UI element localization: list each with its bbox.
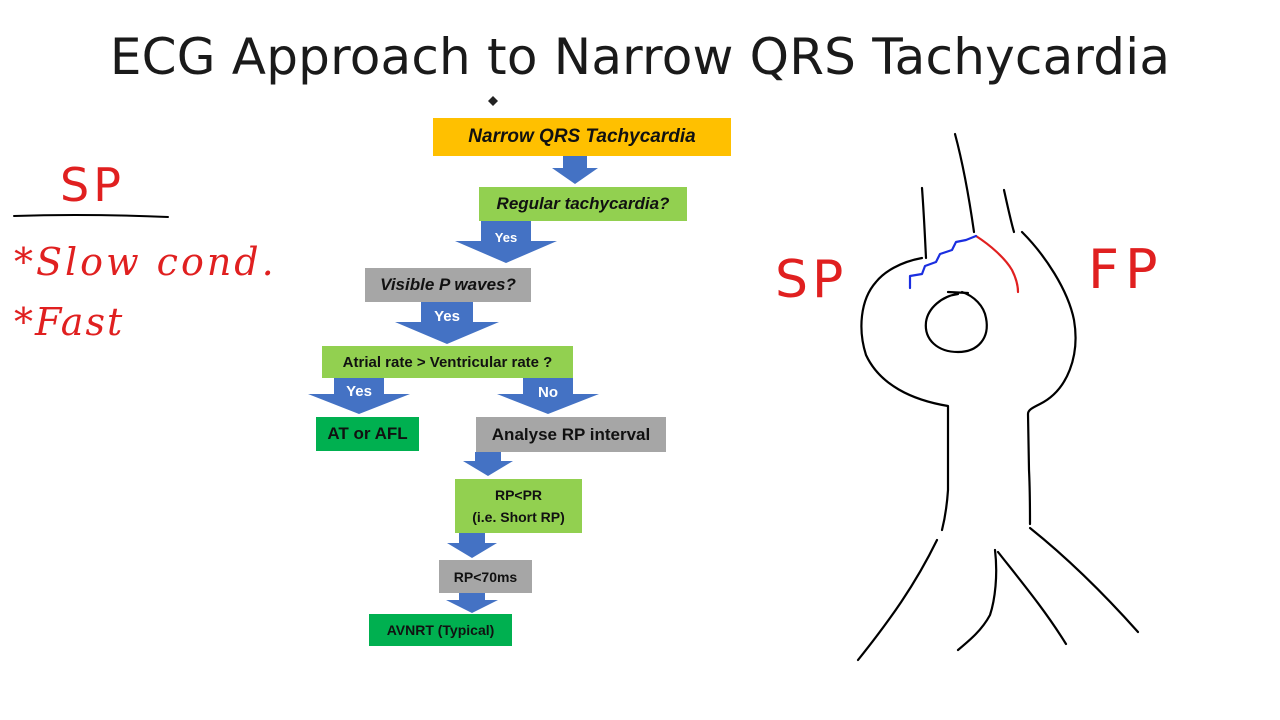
right-sp-label: SP [775, 250, 848, 310]
box-regular-tachycardia: Regular tachycardia? [479, 187, 687, 221]
box-rp-70ms-label: RP<70ms [453, 568, 518, 585]
arrow-yes-3-label: Yes [346, 383, 372, 400]
slide-title: ECG Approach to Narrow QRS Tachycardia [109, 28, 1171, 86]
box-avnrt-typical: AVNRT (Typical) [369, 614, 512, 646]
right-fp-label: FP [1088, 238, 1164, 301]
box-at-or-afl: AT or AFL [316, 417, 419, 451]
arrow-yes-1: Yes [455, 221, 557, 263]
arrow-yes-2-label: Yes [434, 308, 460, 325]
arrow-no-1-label: No [538, 384, 558, 401]
arrow-rp70-to-avnrt [446, 593, 498, 613]
box-atrial-rate-label: Atrial rate > Ventricular rate ? [342, 353, 553, 371]
down-arrow-icon [395, 302, 499, 344]
arrow-yes-2: Yes [395, 302, 499, 344]
arrow-short-rp-to-rp70 [447, 533, 497, 558]
box-narrow-qrs-tachycardia-label: Narrow QRS Tachycardia [468, 126, 696, 147]
box-avnrt-typical-label: AVNRT (Typical) [386, 622, 495, 638]
arrow-analyse-to-short-rp [463, 452, 513, 476]
box-narrow-qrs-tachycardia: Narrow QRS Tachycardia [433, 118, 731, 156]
box-rp-70ms: RP<70ms [439, 560, 532, 593]
down-arrow-icon [463, 452, 513, 476]
box-short-rp: RP<PR (i.e. Short RP) [455, 479, 582, 533]
arrow-no-1: No [497, 378, 599, 414]
down-arrow-icon [447, 533, 497, 558]
down-arrow-icon [446, 593, 498, 613]
box-analyse-rp-interval-label: Analyse RP interval [491, 424, 651, 444]
box-analyse-rp-interval: Analyse RP interval [476, 417, 666, 452]
box-visible-p-waves: Visible P waves? [365, 268, 531, 302]
box-atrial-rate: Atrial rate > Ventricular rate ? [322, 346, 573, 378]
arrow-start-to-regular [552, 156, 598, 184]
left-sp-label: SP [60, 158, 125, 212]
down-arrow-icon [308, 378, 410, 414]
bullet-fast: *Fast [14, 300, 125, 344]
down-arrow-icon [552, 156, 598, 184]
bullet-slow-conduction: *Slow cond. [14, 240, 277, 284]
down-arrow-icon [497, 378, 599, 414]
arrow-yes-3: Yes [308, 378, 410, 414]
box-regular-tachycardia-label: Regular tachycardia? [496, 194, 670, 213]
box-short-rp-line1: RP<PR [494, 487, 543, 503]
box-short-rp-line2: (i.e. Short RP) [472, 509, 565, 525]
box-at-or-afl-label: AT or AFL [327, 424, 408, 443]
down-arrow-icon [455, 221, 557, 263]
box-visible-p-waves-label: Visible P waves? [380, 275, 516, 294]
arrow-yes-1-label: Yes [494, 230, 518, 245]
